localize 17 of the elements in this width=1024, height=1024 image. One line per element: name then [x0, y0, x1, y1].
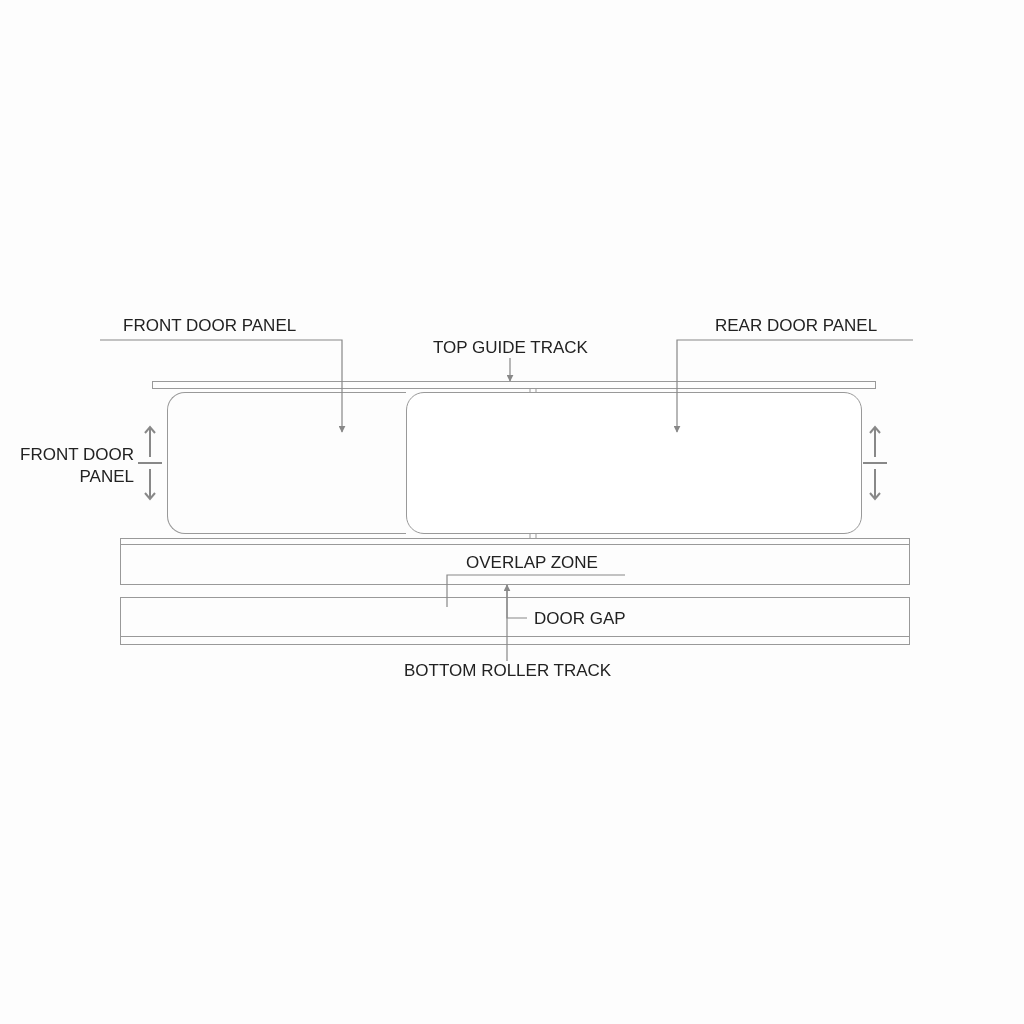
rear-door-panel [406, 392, 862, 534]
callout-label: REAR DOOR PANEL [677, 316, 913, 340]
callout-label: DOOR GAP [528, 609, 628, 631]
leader-arrow [673, 339, 914, 433]
leader-arrow [506, 357, 514, 382]
leader-arrow [99, 339, 346, 433]
leader-line [506, 584, 528, 619]
leader-arrow [503, 584, 511, 662]
side-label: FRONT DOOR PANEL [19, 444, 134, 488]
top-track-bar [152, 381, 876, 389]
bottom-track-bar [120, 597, 910, 645]
leader-line [446, 574, 626, 608]
callout-label: FRONT DOOR PANEL [100, 316, 342, 340]
callout-label: OVERLAP ZONE [448, 553, 626, 576]
overlap-track-bar [120, 538, 910, 585]
callout-label: BOTTOM ROLLER TRACK [402, 661, 620, 683]
callout-label: TOP GUIDE TRACK [430, 338, 596, 358]
